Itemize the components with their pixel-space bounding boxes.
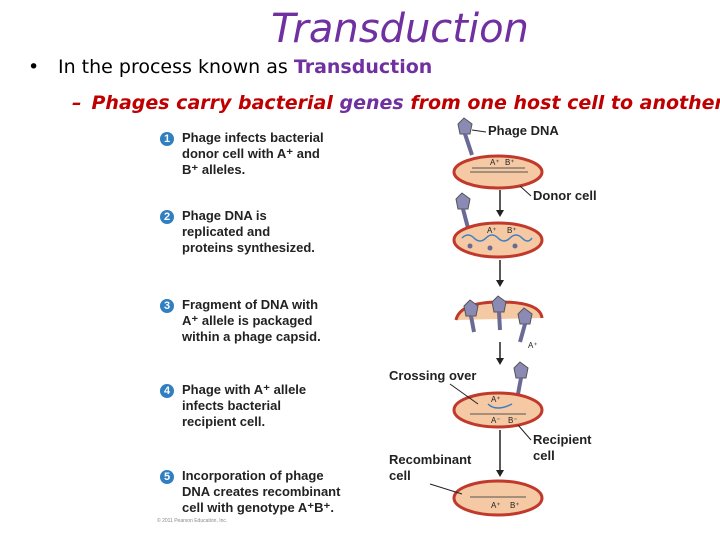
recombinant-pointer	[429, 483, 463, 495]
sub-highlight: genes	[339, 92, 404, 114]
protein-dot	[467, 243, 473, 249]
panel-3: A⁺	[454, 295, 544, 350]
phage-tail-3c	[518, 323, 527, 343]
sub-dash: –	[72, 92, 82, 114]
step-4-text: Phage with A⁺ allele infects bacterial r…	[182, 382, 307, 429]
phage-head-2	[455, 192, 471, 210]
sub-text-2: from one host cell to another	[403, 92, 720, 114]
arrow-2-head	[496, 280, 504, 287]
protein-dot	[512, 243, 518, 249]
panel-4: A⁺ A⁻ B⁻	[452, 361, 544, 429]
gene-a-plus-4: A⁺	[491, 395, 501, 404]
gene-b-minus-4: B⁻	[508, 416, 518, 425]
donor-cell-pointer	[519, 185, 532, 197]
gene-b-plus-2: B⁺	[507, 226, 517, 235]
gene-b-plus-1: B⁺	[505, 158, 515, 167]
protein-dot	[487, 245, 493, 251]
step-3-number: 3	[160, 299, 174, 313]
sub-bullet: –Phages carry bacterial genes from one h…	[72, 92, 720, 114]
donor-fragment	[487, 403, 513, 409]
bullet-highlight: Transduction	[293, 56, 433, 78]
step-1-number: 1	[160, 132, 174, 146]
bullet-point: • In the process known as Transduction	[28, 56, 432, 78]
step-2-text: Phage DNA is replicated and proteins syn…	[182, 208, 315, 255]
gene-a-minus-4: A⁻	[491, 416, 501, 425]
phage-head-3a	[463, 299, 479, 317]
step-3-text: Fragment of DNA with A⁺ allele is packag…	[182, 297, 321, 344]
phage-dna-pointer	[471, 129, 487, 133]
gene-a-plus-1: A⁺	[490, 158, 500, 167]
step-2-number: 2	[160, 210, 174, 224]
panel-1: A⁺ B⁺ Phage DNA	[452, 117, 559, 190]
phage-tail-3b	[497, 311, 502, 331]
gene-a-plus-5: A⁺	[491, 501, 501, 510]
panel-2: A⁺ B⁺	[452, 192, 544, 259]
gene-b-plus-5: B⁺	[510, 501, 520, 510]
gene-a-plus-3: A⁺	[528, 341, 538, 350]
phage-head-3b	[491, 295, 507, 313]
recipient-cell	[452, 391, 544, 429]
phage-tail-1	[463, 133, 474, 156]
recipient-cell-label-1: Recipient	[533, 432, 592, 447]
donor-cell-label: Donor cell	[533, 188, 597, 203]
recipient-cell-label-2: cell	[533, 448, 555, 463]
sub-text-1: Phages carry bacterial	[91, 92, 340, 114]
phage-dna-replicating	[461, 234, 533, 242]
phage-tail-3a	[469, 315, 476, 333]
arrow-3-head	[496, 358, 504, 365]
step-1-text: Phage infects bacterial donor cell with …	[182, 130, 324, 177]
step-5-text: Incorporation of phage DNA creates recom…	[182, 468, 341, 515]
bullet-text: In the process known as	[58, 56, 294, 78]
step-5-number: 5	[160, 470, 174, 484]
recombinant-label-2: cell	[389, 468, 411, 483]
recombinant-cell	[452, 479, 544, 517]
crossing-over-label: Crossing over	[389, 368, 476, 383]
gene-a-plus-2: A⁺	[487, 226, 497, 235]
phage-head-4	[513, 361, 529, 379]
phage-dna-label: Phage DNA	[488, 123, 559, 138]
phage-tail-2	[461, 208, 470, 229]
recipient-pointer	[517, 424, 532, 441]
donor-cell-2	[452, 221, 544, 259]
crossing-over-pointer	[449, 383, 479, 405]
arrow-4-head	[496, 470, 504, 477]
step-4-number: 4	[160, 384, 174, 398]
recombinant-label-1: Recombinant	[389, 452, 472, 467]
phage-tail-4	[516, 377, 523, 395]
arrow-1-head	[496, 210, 504, 217]
bullet-dot: •	[28, 56, 40, 78]
phage-head-1	[457, 117, 473, 135]
panel-5: A⁺ B⁺	[452, 479, 544, 517]
slide-title: Transduction	[271, 6, 529, 52]
copyright-credit: © 2011 Pearson Education, Inc.	[157, 518, 228, 524]
